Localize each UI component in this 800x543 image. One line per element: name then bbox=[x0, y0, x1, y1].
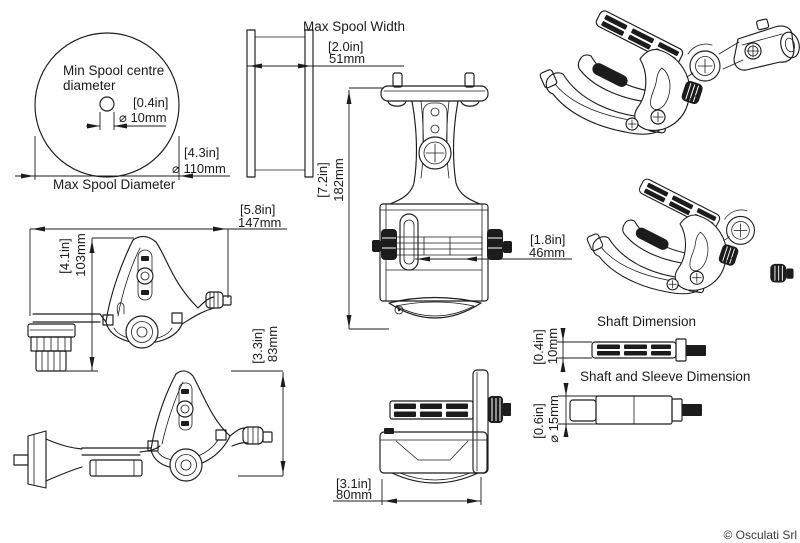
dim-flat-height-mm: 83mm bbox=[265, 326, 280, 362]
isometric-view-unmounted bbox=[585, 176, 794, 295]
front-view bbox=[372, 72, 512, 319]
spool-width-view bbox=[246, 29, 404, 178]
dim-depth-mm: 46mm bbox=[529, 245, 565, 260]
sleeve-title: Shaft and Sleeve Dimension bbox=[580, 369, 750, 384]
dim-top-width-in: [3.1in] bbox=[336, 476, 371, 491]
dim-shaft-mm: 10mm bbox=[545, 328, 560, 364]
dim-depth-in: [1.8in] bbox=[530, 232, 565, 247]
spool-diameter-view bbox=[15, 32, 230, 180]
dim-arm-height-in: [4.1in] bbox=[57, 238, 72, 273]
dim-top-width-mm: 80mm bbox=[336, 487, 372, 502]
isometric-view-mounted bbox=[538, 8, 800, 135]
dimension-lines bbox=[29, 87, 597, 505]
dim-sleeve-mm: ⌀ 15mm bbox=[546, 395, 561, 443]
max-spool-width-title: Max Spool Width bbox=[303, 19, 405, 34]
max-spool-diameter-label: Max Spool Diameter bbox=[53, 177, 176, 192]
sleeve-drawing bbox=[569, 395, 702, 425]
min-spool-label-line2: diameter bbox=[63, 78, 116, 93]
top-view bbox=[379, 369, 511, 484]
dim-shaft-in: [0.4in] bbox=[531, 329, 546, 364]
dim-max-dia-mm: ⌀ 110mm bbox=[172, 161, 226, 176]
side-view-rail-mount bbox=[27, 235, 232, 372]
min-spool-label-line1: Min Spool centre bbox=[63, 63, 164, 78]
dim-arm-height-mm: 103mm bbox=[73, 233, 88, 276]
shaft-title: Shaft Dimension bbox=[597, 314, 696, 329]
dim-spool-width-mm: 51mm bbox=[329, 51, 365, 66]
dim-centre-in: [0.4in] bbox=[133, 95, 168, 110]
dim-width-in: [5.8in] bbox=[240, 202, 275, 217]
copyright-text: © Osculati Srl bbox=[723, 528, 797, 542]
side-view-flat-mount bbox=[13, 370, 273, 489]
dim-height-mm: 182mm bbox=[331, 158, 346, 201]
dim-height-in: [7.2in] bbox=[315, 162, 330, 197]
dim-sleeve-in: [0.6in] bbox=[531, 403, 546, 438]
dim-max-dia-in: [4.3in] bbox=[184, 145, 219, 160]
dim-width-mm: 147mm bbox=[238, 215, 281, 230]
shaft-drawing bbox=[591, 338, 706, 362]
dim-flat-height-in: [3.3in] bbox=[250, 328, 265, 363]
dim-spool-width-in: [2.0in] bbox=[328, 39, 363, 54]
dim-centre-mm: ⌀ 10mm bbox=[119, 110, 167, 125]
